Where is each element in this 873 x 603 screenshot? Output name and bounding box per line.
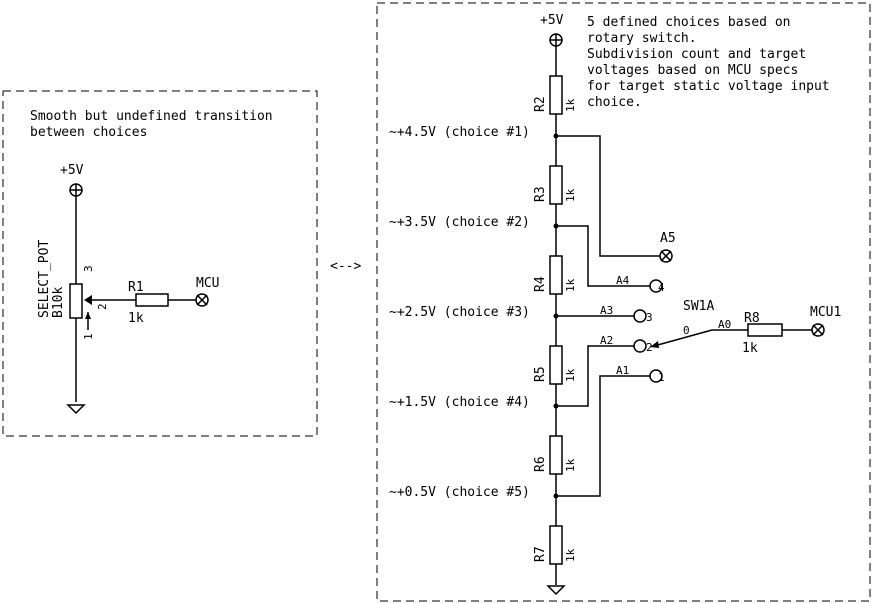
right-note-line-6: choice.: [587, 95, 642, 110]
r3-value: 1k: [564, 188, 577, 202]
pot-value: B10k: [51, 287, 66, 318]
left-supply-label: +5V: [60, 163, 84, 178]
r6-name: R6: [533, 456, 548, 472]
wire-a5: [556, 135, 660, 257]
a1-label: A1: [616, 364, 629, 377]
r1-value: 1k: [128, 311, 144, 326]
right-note-line-3: Subdivision count and target: [587, 47, 806, 62]
left-supply-symbol: [69, 183, 83, 197]
r1-name: R1: [128, 280, 144, 295]
a0-label: A0: [718, 318, 731, 331]
a4-label: A4: [616, 274, 630, 287]
right-panel: 5 defined choices based on rotary switch…: [376, 2, 871, 602]
switch-contact-1: [649, 369, 663, 383]
r6-value: 1k: [564, 458, 577, 472]
wire-a4: [556, 225, 650, 287]
switch-name: SW1A: [683, 299, 714, 314]
choice-label-2: ~+3.5V (choice #2): [389, 215, 530, 230]
choice-label-1: ~+4.5V (choice #1): [389, 125, 530, 140]
a5-label: A5: [660, 231, 676, 246]
right-note-line-1: 5 defined choices based on: [587, 15, 791, 30]
right-note-line-2: rotary switch.: [587, 31, 697, 46]
left-ground-symbol: [66, 404, 86, 415]
mcu1-pad-icon: [811, 323, 825, 337]
r2-body: [549, 75, 563, 115]
r8-value: 1k: [742, 341, 758, 356]
switch-pin-4: 4: [658, 281, 665, 294]
r1-body: [135, 293, 169, 307]
pot-pin-3: 3: [82, 265, 95, 272]
left-note-line-1: Smooth but undefined transition: [30, 109, 273, 124]
pot-pin-1: 1: [82, 333, 95, 340]
left-panel: Smooth but undefined transition between …: [2, 90, 318, 437]
r6-body: [549, 435, 563, 475]
r2-name: R2: [533, 96, 548, 112]
pot-body: [69, 283, 83, 319]
a2-label: A2: [600, 334, 613, 347]
a3-label: A3: [600, 304, 613, 317]
right-supply-label: +5V: [540, 13, 564, 28]
pot-pin-2: 2: [96, 303, 109, 310]
switch-pin-3: 3: [646, 311, 653, 324]
choice-label-5: ~+0.5V (choice #5): [389, 485, 530, 500]
mcu-pad-icon: [195, 293, 209, 307]
r7-value: 1k: [564, 548, 577, 562]
a5-pad-icon: [659, 249, 673, 263]
right-supply-symbol: [549, 33, 563, 47]
mcu-label: MCU: [196, 276, 219, 291]
r3-body: [549, 165, 563, 205]
choice-label-4: ~+1.5V (choice #4): [389, 395, 530, 410]
r5-value: 1k: [564, 368, 577, 382]
r2-value: 1k: [564, 98, 577, 112]
switch-contact-4: [649, 279, 663, 293]
switch-pin-1: 1: [658, 371, 665, 384]
r4-value: 1k: [564, 278, 577, 292]
switch-contact-3: [633, 309, 647, 323]
equivalence-label: <-->: [330, 259, 361, 274]
wire-a1: [556, 375, 650, 497]
r3-name: R3: [533, 186, 548, 202]
r7-name: R7: [533, 546, 548, 562]
switch-wiper-arrow: [650, 341, 659, 348]
right-note-line-4: voltages based on MCU specs: [587, 63, 798, 78]
r5-body: [549, 345, 563, 385]
switch-contact-2: [633, 339, 647, 353]
pot-name: SELECT_POT: [37, 240, 52, 318]
left-note-line-2: between choices: [30, 125, 147, 140]
pot-wiper-arrow: [84, 295, 92, 305]
left-panel-frame: [2, 90, 318, 437]
right-note-line-5: for target static voltage input: [587, 79, 830, 94]
r5-name: R5: [533, 366, 548, 382]
right-ground-symbol: [546, 585, 566, 596]
r4-name: R4: [533, 276, 548, 292]
choice-label-3: ~+2.5V (choice #3): [389, 305, 530, 320]
r7-body: [549, 525, 563, 565]
r4-body: [549, 255, 563, 295]
r8-name: R8: [744, 311, 760, 326]
mcu1-label: MCU1: [810, 305, 841, 320]
wire-a2: [556, 345, 634, 407]
switch-pin-0: 0: [683, 324, 690, 337]
switch-wiper: [653, 329, 713, 347]
switch-pin-2: 2: [646, 341, 653, 354]
